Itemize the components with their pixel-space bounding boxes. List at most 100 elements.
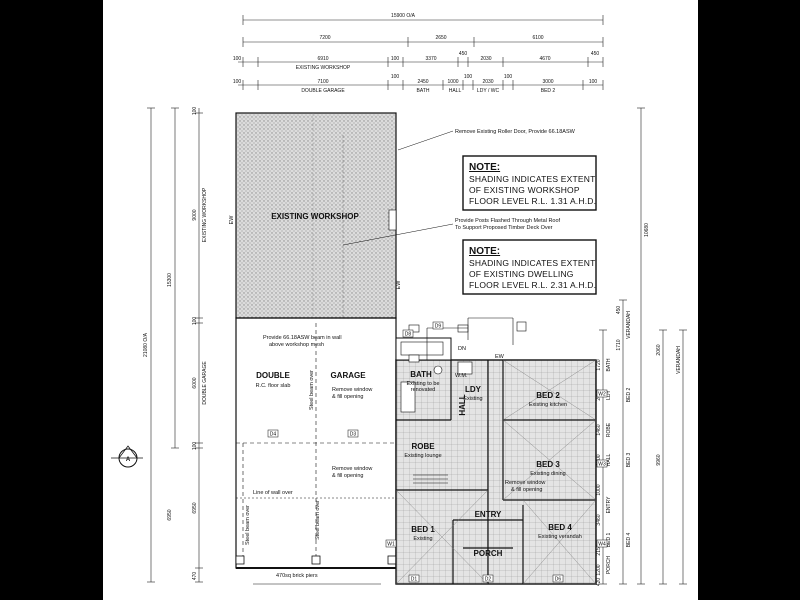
steel-beam-note: Steel beam over (315, 500, 321, 540)
dim-left-label-workshop: EXISTING WORKSHOP (202, 187, 208, 242)
dim-left-seg: 6950 (192, 502, 198, 513)
existing-dwelling (395, 337, 597, 585)
dim-overall-width: 15900 O/A (391, 13, 416, 19)
dim-label-garage: DOUBLE GARAGE (301, 88, 345, 94)
dim-row3: 3000 (542, 79, 553, 85)
dim-right-seg: 1000 (596, 484, 602, 495)
dim-right-label: BED 4 (626, 533, 632, 548)
dim-left-seg: 9000 (192, 209, 198, 220)
dim-left-mid2: 6950 (167, 509, 173, 520)
dim-row2: 2030 (480, 56, 491, 62)
dim-row3: 100 (504, 74, 513, 80)
room-bed1: BED 1 (411, 525, 435, 534)
dim-right-label: VERANDAH (626, 311, 632, 339)
dim-label-bath: BATH (417, 88, 430, 94)
left-dimension-text: 21080 O/A 15300 6950 100 9000 100 6000 1… (143, 107, 208, 581)
tag: W4 (598, 542, 606, 548)
dim-row2: 6910 (317, 56, 328, 62)
bed2-note: Existing kitchen (529, 402, 567, 408)
room-garage: GARAGE (330, 371, 366, 380)
dim-right-seg: 2150 (596, 544, 602, 555)
dim-right-seg: 1460 (596, 424, 602, 435)
dim-right-label: LDY (606, 389, 612, 399)
dim-label-hall: HALL (449, 88, 462, 94)
dim-left-seg: 470 (192, 572, 198, 581)
dim-right-seg: 420 (596, 578, 602, 587)
dn-label: DN (458, 346, 466, 352)
room-double: DOUBLE (256, 371, 290, 380)
dim-row3: 100 (233, 79, 242, 85)
dim-left-label-garage: DOUBLE GARAGE (202, 361, 208, 405)
tag: D9 (435, 324, 442, 330)
room-bath: BATH (410, 370, 432, 379)
dim-row2: 100 (233, 56, 242, 62)
bath-note-2: renovated (411, 387, 435, 393)
dim-left-mid: 15300 (167, 273, 173, 287)
dim-right-seg: 1200 (596, 564, 602, 575)
dim-right-label: BATH (606, 358, 612, 371)
posts-note-2: To Support Proposed Timber Deck Over (455, 225, 553, 231)
tag: D8 (405, 332, 412, 338)
dim-row2: 100 (391, 56, 400, 62)
bed3-note: Existing dining (530, 471, 565, 477)
dim-right-label: PORCH (606, 556, 612, 574)
bed1-note: Existing (413, 536, 432, 542)
room-bed3: BED 3 (536, 460, 560, 469)
remove-window-note-1: Remove window (332, 387, 372, 393)
dim-row3: 100 (391, 74, 400, 80)
tag: W3 (598, 462, 606, 468)
room-entry: ENTRY (475, 510, 502, 519)
dim-row2: 450 (459, 51, 468, 57)
dim-row1: 6100 (532, 35, 543, 41)
tag: D6 (555, 577, 562, 583)
dim-right-label: BED 1 (606, 533, 612, 548)
dim-right-extra: 2060 (656, 344, 662, 355)
tag: D2 (485, 577, 492, 583)
dim-row2: 4670 (539, 56, 550, 62)
dim-right-seg: 1710 (616, 339, 622, 350)
opening-tags: D9 D8 D4 D3 D1 D2 D6 W1 W2 W3 W4 (267, 321, 608, 583)
dim-row3: 1000 (447, 79, 458, 85)
dim-right-seg: 3460 (596, 514, 602, 525)
ew-label: EW (229, 215, 235, 225)
roller-door-note: Remove Existing Roller Door, Provide 66.… (455, 129, 576, 135)
proposed-deck-outline (408, 317, 527, 363)
ldy-note: Existing (463, 396, 482, 402)
dim-overall-height: 21080 O/A (143, 332, 149, 357)
remove-window-note-2: Remove window (332, 466, 372, 472)
dim-left-seg: 100 (192, 107, 198, 116)
garage-floor-note: R.C. floor slab (256, 383, 291, 389)
dim-right-label: BED 2 (626, 388, 632, 403)
dim-right-seg: 450 (616, 306, 622, 315)
beam-wall-note-2: above workshop mesh (269, 342, 324, 348)
dim-right-seg: 1720 (596, 359, 602, 370)
existing-workshop-shading (235, 112, 397, 319)
note-workshop: NOTE: SHADING INDICATES EXTENT OF EXISTI… (462, 155, 597, 211)
room-bed4: BED 4 (548, 523, 572, 532)
note-1-line: OF EXISTING WORKSHOP (469, 185, 580, 195)
dim-label-bed2: BED 2 (541, 88, 556, 94)
dim-right-label: HALL (606, 454, 612, 467)
note-2-title: NOTE: (469, 246, 500, 257)
room-hall: HALL (458, 394, 467, 415)
ew-label-dwelling: EW (495, 354, 505, 360)
remove-window-note-3: Remove window (505, 480, 545, 486)
wm-label: W.M. (455, 373, 468, 379)
note-2-line: FLOOR LEVEL R.L. 2.31 A.H.D. (469, 280, 596, 290)
dim-label-workshop: EXISTING WORKSHOP (296, 65, 351, 71)
top-dimensions (238, 15, 604, 90)
tag: W2 (598, 392, 606, 398)
fill-opening-note-2: & fill opening (332, 473, 364, 479)
dim-row3: 2450 (417, 79, 428, 85)
top-dimension-text: 15900 O/A 7200 2650 6100 100 6910 100 33… (233, 13, 600, 94)
dim-row2: 3370 (425, 56, 436, 62)
left-dimensions (147, 107, 203, 583)
tag: W1 (387, 542, 395, 548)
beam-wall-note: Provide 66.18ASW beam in wall (263, 335, 342, 341)
section-marker-label: A (126, 457, 131, 463)
note-1-title: NOTE: (469, 162, 500, 173)
tag: D4 (270, 432, 277, 438)
dim-label-ldy: LDY / WC (477, 88, 500, 94)
fill-opening-note-1: & fill opening (332, 394, 364, 400)
steel-beam-note: Steel beam over (309, 370, 315, 410)
